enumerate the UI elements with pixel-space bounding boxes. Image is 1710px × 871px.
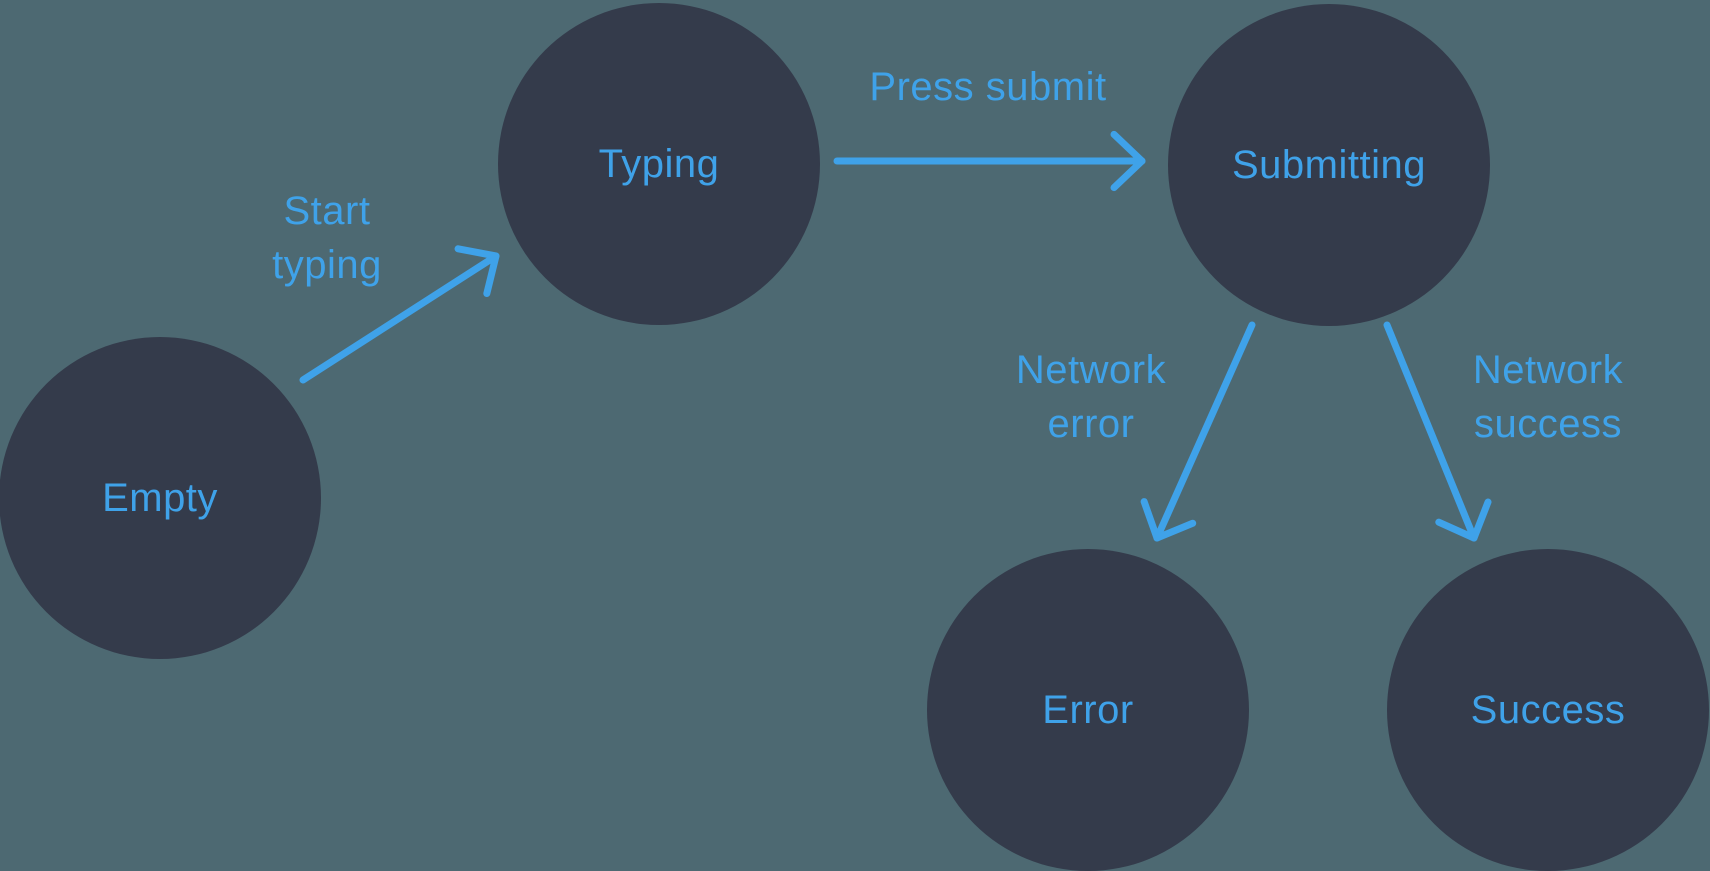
- state-node-empty: Empty: [0, 337, 321, 659]
- state-node-typing: Typing: [498, 3, 820, 325]
- state-label-empty: Empty: [102, 476, 218, 520]
- transition-label-line: Network: [1472, 348, 1624, 392]
- state-label-typing: Typing: [598, 142, 720, 186]
- state-node-success: Success: [1387, 549, 1709, 871]
- transition-label-line: error: [1047, 402, 1135, 446]
- transition-label-line: success: [1473, 402, 1622, 446]
- transition-label-line: typing: [272, 243, 382, 287]
- transition-arrow-network-success: [1383, 321, 1492, 542]
- transition-label-line: Press submit: [869, 65, 1107, 109]
- state-label-success: Success: [1470, 688, 1626, 732]
- transition-arrow-start-typing: [299, 245, 500, 384]
- transition-label-start-typing: Start typing: [272, 184, 382, 292]
- transition-arrow-network-error: [1140, 321, 1256, 542]
- state-label-submitting: Submitting: [1232, 143, 1426, 187]
- transition-label-line: Start: [283, 189, 371, 233]
- transition-label-press-submit: Press submit: [869, 60, 1106, 114]
- state-node-submitting: Submitting: [1168, 4, 1490, 326]
- state-node-error: Error: [927, 549, 1249, 871]
- transition-label-line: Network: [1015, 348, 1167, 392]
- transition-label-network-success: Network success: [1473, 343, 1623, 451]
- state-label-error: Error: [1042, 688, 1134, 732]
- transition-label-network-error: Network error: [1016, 343, 1166, 451]
